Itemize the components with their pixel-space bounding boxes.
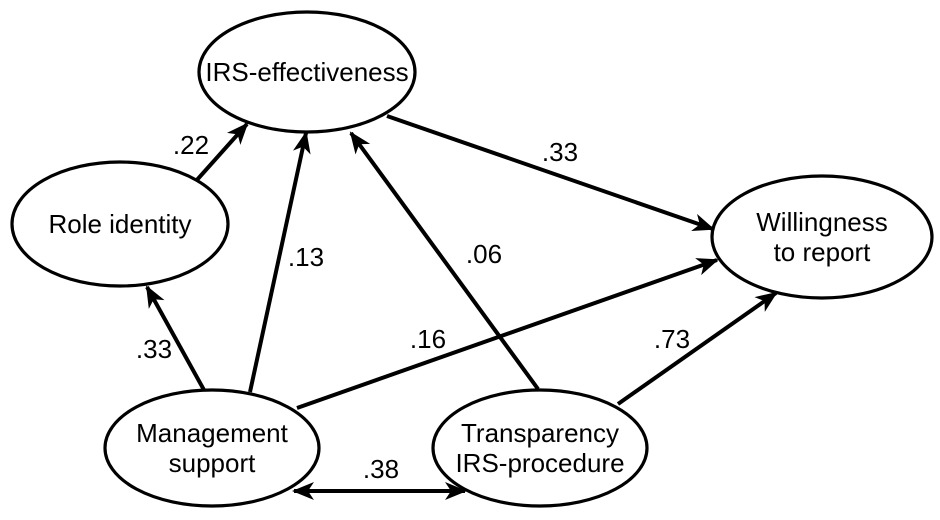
edge-coefficient-irs-to-willingness: .33: [542, 137, 578, 167]
node-management-support-label-line1: Management: [136, 418, 289, 448]
node-role-identity-ellipse: [10, 160, 230, 288]
edge-management-support-to-irs-effectiveness: [248, 131, 311, 393]
edge-role-identity-to-irs-effectiveness: [194, 122, 249, 183]
edge-coefficient-transparency-to-irs: .06: [466, 239, 502, 269]
edge-management-support-to-role-identity: [145, 285, 206, 391]
edge-transparency-to-willingness: [616, 291, 778, 406]
node-role-identity-label: Role identity: [48, 209, 191, 239]
node-willingness-to-report-label-line2: to report: [774, 237, 872, 267]
node-willingness-to-report-label-line1: Willingness: [756, 207, 888, 237]
node-transparency-irs-procedure: Transparency IRS-procedure: [431, 388, 649, 508]
node-irs-effectiveness-ellipse: [197, 10, 417, 134]
edge-coefficient-management-to-willingness: .16: [410, 324, 446, 354]
edge-coefficient-management-transparency: .38: [363, 454, 399, 484]
node-willingness-to-report: Willingness to report: [710, 174, 934, 300]
edge-transparency-to-irs-effectiveness: [349, 131, 540, 391]
edge-coefficient-role-to-irs: .22: [173, 130, 209, 160]
node-irs-effectiveness: IRS-effectiveness: [197, 10, 417, 134]
node-management-support: Management support: [103, 388, 321, 508]
node-transparency-irs-procedure-label-line2: IRS-procedure: [455, 448, 624, 478]
edge-coefficient-management-to-irs: .13: [288, 242, 324, 272]
edge-coefficient-management-to-role: .33: [136, 334, 172, 364]
node-transparency-irs-procedure-ellipse: [431, 388, 649, 508]
node-transparency-irs-procedure-label-line1: Transparency: [461, 418, 619, 448]
edge-management-support-to-willingness: [296, 258, 719, 410]
node-management-support-ellipse: [103, 388, 321, 508]
node-management-support-label-line2: support: [169, 448, 256, 478]
edge-coefficient-transparency-to-willingness: .73: [654, 324, 690, 354]
node-irs-effectiveness-label: IRS-effectiveness: [205, 57, 408, 87]
node-role-identity: Role identity: [10, 160, 230, 288]
edge-irs-effectiveness-to-willingness: [386, 114, 715, 231]
node-willingness-to-report-ellipse: [710, 174, 934, 300]
